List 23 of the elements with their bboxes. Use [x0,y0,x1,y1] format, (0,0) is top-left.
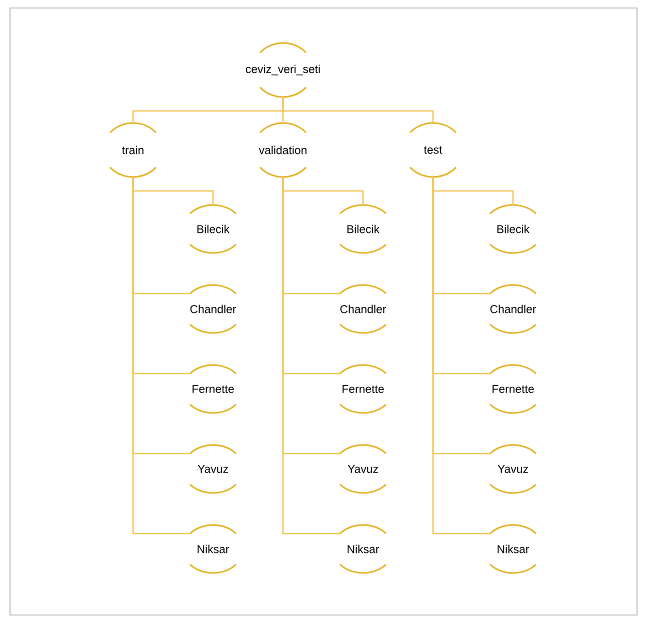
circle-node: Bilecik [190,204,237,254]
connector-line [282,176,340,534]
circle-node: Bilecik [490,204,537,254]
circle-node: Yavuz [190,444,237,494]
circle-node: Yavuz [340,444,387,494]
circle-node: ceviz_veri_seti [246,42,320,98]
circle-node: Fernette [340,364,387,414]
circle-node: validation [258,122,307,178]
circle-node: Fernette [490,364,537,414]
circle-node: test [409,122,457,178]
circle-node: Yavuz [490,444,537,494]
circle-node: Fernette [190,364,237,414]
circle-node: Chandler [490,284,537,334]
circle-node: Niksar [190,524,237,574]
circle-node: Niksar [340,524,387,574]
circle-node: Chandler [190,284,237,334]
circle-node: Chandler [340,284,387,334]
connector-line [432,176,490,534]
circle-node: train [109,122,157,178]
circle-node: Niksar [490,524,537,574]
connector-line [132,176,190,534]
connector-line [282,96,434,123]
circle-node: Bilecik [340,204,387,254]
